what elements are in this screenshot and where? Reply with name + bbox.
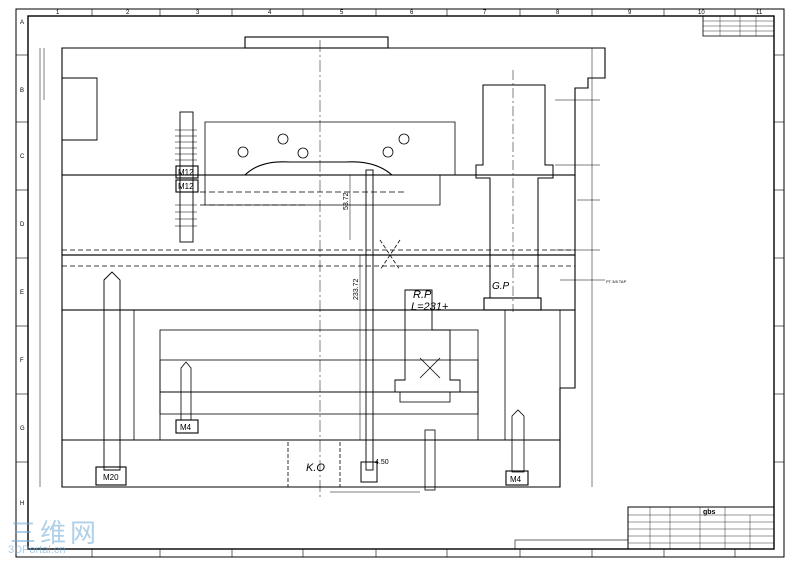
sleeve-cross-2 <box>419 357 441 379</box>
cavity-insert <box>204 121 456 206</box>
svg-text:D: D <box>20 222 25 228</box>
dimension-lines <box>39 48 605 493</box>
top-clamp-plate <box>61 47 606 176</box>
inner-frame <box>27 15 775 550</box>
svg-text:F: F <box>20 358 24 364</box>
title-block-grid <box>628 507 774 549</box>
label-pt-tap: PT 3/8 TAP <box>606 279 627 284</box>
support-plate <box>61 309 576 441</box>
ejector-cavity <box>159 329 479 441</box>
svg-text:10: 10 <box>698 10 705 16</box>
label-gp: G.P <box>492 281 510 292</box>
m12-box-bottom <box>175 179 199 193</box>
ejector-plate <box>159 391 479 415</box>
bottom-clamp-plate <box>61 439 561 488</box>
watermark: 三维网 3DPortal.cn <box>2 513 112 563</box>
svg-text:B: B <box>20 88 24 94</box>
label-m20: M20 <box>103 473 119 482</box>
locating-ring <box>244 36 389 49</box>
hole-2 <box>277 133 289 145</box>
label-rp-line1: R.P <box>413 289 432 301</box>
m4-box-right <box>505 470 529 486</box>
svg-text:9: 9 <box>628 10 632 16</box>
m12-box-top <box>175 165 199 179</box>
watermark-english: 3DPortal.cn <box>8 544 66 556</box>
title-block-company: gbs <box>703 509 716 516</box>
border-column-labels: 1 2 3 4 5 6 7 8 9 10 11 <box>56 10 763 16</box>
return-pin-sleeve <box>394 289 461 393</box>
cavity-plate <box>61 174 576 256</box>
dim-53-72: 53.72 <box>343 192 350 210</box>
svg-text:3: 3 <box>196 10 200 16</box>
svg-text:C: C <box>20 154 25 160</box>
svg-text:H: H <box>20 501 24 507</box>
hole-3 <box>297 147 309 159</box>
center-ejector-pin <box>365 169 374 471</box>
outer-frame <box>15 8 785 558</box>
svg-text:A: A <box>20 20 24 26</box>
return-pin-base <box>399 391 451 403</box>
hole-4 <box>382 146 394 158</box>
cooling-channel <box>62 249 575 267</box>
m4-screw-left <box>180 361 192 421</box>
small-pin <box>424 429 436 491</box>
top-plate-step <box>62 77 98 141</box>
guide-pin-head <box>483 297 542 311</box>
m12-screw-shank <box>179 111 194 243</box>
dim-4-50: 4.50 <box>375 459 389 466</box>
revision-table-rows <box>703 16 774 36</box>
m20-screw <box>103 271 121 471</box>
dim-233-72: 233.72 <box>353 278 360 300</box>
svg-text:G: G <box>20 426 25 432</box>
scale-strip <box>514 539 629 550</box>
svg-text:5: 5 <box>340 10 344 16</box>
border-row-labels: A B C D E F G H <box>20 20 25 507</box>
label-m4-right: M4 <box>510 475 522 484</box>
runner-channel <box>200 191 405 206</box>
ejector-retainer-plate <box>159 359 479 393</box>
svg-text:4: 4 <box>268 10 272 16</box>
spacer-block-left <box>61 309 135 441</box>
title-block <box>627 506 775 550</box>
svg-text:2: 2 <box>126 10 130 16</box>
label-m12-top: M12 <box>178 168 194 177</box>
svg-text:E: E <box>20 290 24 296</box>
sprue-cross-2 <box>379 239 401 271</box>
hole-1 <box>237 146 249 158</box>
watermark-chinese: 三维网 <box>10 519 101 549</box>
grid-ticks <box>16 9 784 557</box>
label-rp-line2: L=231+ <box>411 301 449 313</box>
label-m12-bottom: M12 <box>178 182 194 191</box>
m4-screw-right <box>511 409 525 473</box>
label-ko: K.O <box>306 462 325 474</box>
center-pin-head <box>360 461 378 483</box>
svg-text:8: 8 <box>556 10 560 16</box>
svg-text:1: 1 <box>56 10 60 16</box>
svg-text:7: 7 <box>483 10 487 16</box>
m12-screw-threads <box>175 129 197 227</box>
svg-text:11: 11 <box>756 10 763 16</box>
m4-box-left <box>175 419 199 434</box>
label-m4-left: M4 <box>180 423 192 432</box>
spacer-block-right <box>504 309 561 441</box>
m20-box <box>95 466 127 486</box>
ko-hole <box>287 439 341 488</box>
svg-text:6: 6 <box>410 10 414 16</box>
hole-5 <box>398 133 410 145</box>
gate-profile <box>243 161 394 176</box>
